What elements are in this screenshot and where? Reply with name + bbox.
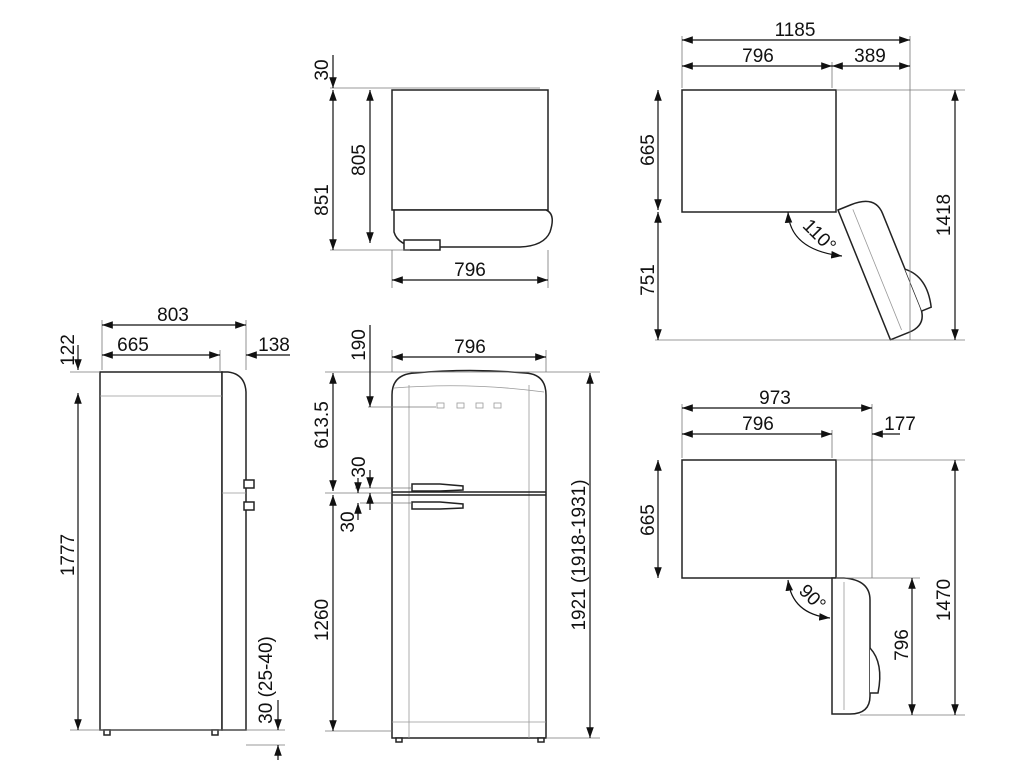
top-view: 30 851 805 796 — [312, 55, 553, 288]
open-90-view: 973 796 177 665 1470 796 90° — [638, 388, 965, 716]
top-view-handle — [403, 239, 441, 251]
dim-front-handle-gap-upper: 30 — [349, 456, 370, 477]
top-view-body — [391, 89, 549, 211]
dim-open90-total-depth: 1470 — [934, 579, 955, 621]
dim-side-door-depth: 138 — [258, 335, 290, 356]
dim-side-top-offset: 122 — [58, 334, 79, 366]
dim-open90-body-depth: 665 — [638, 504, 659, 536]
angle-90-label: 90° — [794, 581, 829, 616]
dim-front-width: 796 — [454, 337, 486, 358]
side-view: 803 665 138 122 1777 30 (25-40) — [58, 305, 290, 760]
front-handle-upper — [411, 483, 464, 492]
dim-side-total-depth: 803 — [157, 305, 189, 326]
front-view-body — [391, 369, 547, 739]
dim-side-height: 1777 — [58, 534, 79, 576]
open-110-body — [681, 89, 837, 213]
angle-arc-90 — [785, 579, 831, 621]
dim-front-total-height: 1921 (1918-1931) — [569, 479, 590, 630]
dim-side-foot-height: 30 (25-40) — [256, 636, 277, 724]
dim-front-top-to-logo: 190 — [349, 329, 370, 361]
dim-depth-body: 805 — [349, 144, 370, 176]
dim-open110-door-overhang: 389 — [854, 46, 886, 67]
dim-front-handle-gap-lower: 30 — [338, 511, 359, 532]
side-view-door — [221, 371, 247, 731]
dim-front-freezer-height: 613.5 — [312, 401, 333, 449]
dim-open110-total-width: 1185 — [775, 20, 816, 41]
open-110-door — [837, 200, 933, 341]
dim-top-width: 796 — [454, 260, 486, 281]
side-view-body — [99, 371, 223, 731]
top-view-door — [393, 209, 553, 248]
dim-clearance-top: 30 — [312, 59, 333, 80]
dim-side-body-depth: 665 — [117, 335, 149, 356]
open-110-view: 1185 796 389 665 751 1418 110° — [638, 20, 965, 341]
side-handle-upper — [243, 479, 255, 489]
dim-open110-door-depth: 751 — [638, 264, 659, 296]
brand-logo — [436, 402, 502, 409]
dim-open110-body-depth: 665 — [638, 134, 659, 166]
dim-open90-door-depth: 796 — [892, 629, 913, 661]
front-view: 796 190 613.5 30 30 1260 1921 (1918-1931… — [312, 325, 600, 743]
dim-open110-total-depth: 1418 — [934, 194, 955, 236]
dim-front-fridge-height: 1260 — [312, 599, 333, 641]
open-90-door — [831, 577, 881, 715]
dim-depth-total: 851 — [312, 184, 333, 216]
dim-open90-total-width: 973 — [759, 388, 791, 409]
angle-110-label: 110° — [798, 215, 840, 257]
dim-open90-body-width: 796 — [742, 414, 774, 435]
dim-open90-door-overhang: 177 — [884, 414, 916, 435]
dim-open110-body-width: 796 — [742, 46, 774, 67]
open-90-body — [681, 459, 837, 579]
side-handle-lower — [243, 501, 255, 511]
front-handle-lower — [411, 501, 464, 510]
angle-arc-110 — [784, 211, 843, 259]
